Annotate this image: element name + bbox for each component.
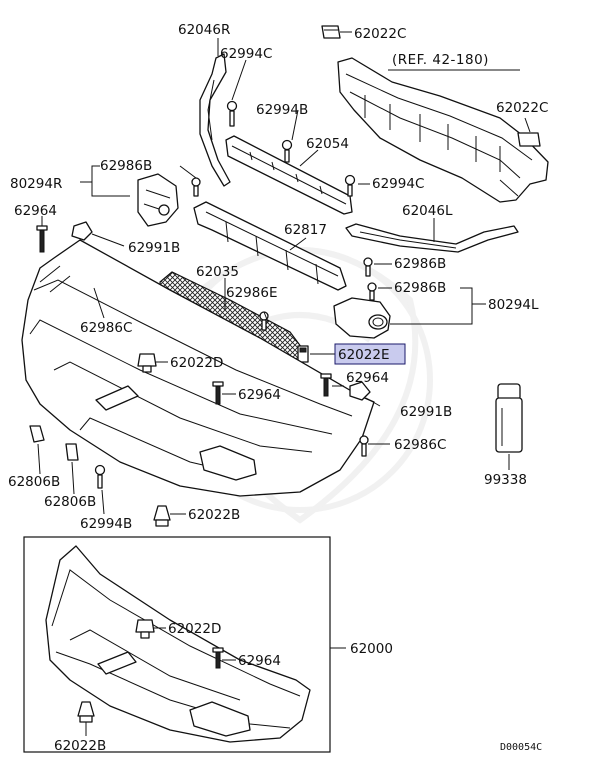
screw-62986c-right bbox=[359, 435, 369, 457]
label-62022b-upper: 62022B bbox=[188, 507, 240, 523]
label-99338: 99338 bbox=[484, 472, 527, 488]
label-62022e: 62022E bbox=[338, 347, 389, 363]
side-bracket-62046r bbox=[199, 53, 231, 187]
label-62964-mid: 62964 bbox=[238, 387, 281, 403]
label-80294r: 80294R bbox=[10, 176, 62, 192]
label-62991b-left: 62991B bbox=[128, 240, 180, 256]
nut-62991b-right bbox=[349, 381, 371, 401]
screw-62986b-r1 bbox=[363, 257, 373, 277]
label-62986b-r2: 62986B bbox=[394, 280, 446, 296]
screw-62994b-top bbox=[281, 139, 293, 163]
clip-62022b-lower bbox=[77, 701, 95, 723]
label-62046l: 62046L bbox=[402, 203, 453, 219]
label-62986c-left: 62986C bbox=[80, 320, 132, 336]
pin-62964-lower bbox=[212, 647, 224, 669]
front-bumper-face bbox=[21, 239, 375, 497]
label-62022c-top: 62022C bbox=[354, 26, 406, 42]
upper-retainer-62054 bbox=[225, 135, 353, 215]
screw-62986b-r2 bbox=[367, 282, 377, 301]
label-62994b-bottom: 62994B bbox=[80, 516, 132, 532]
label-62964-right: 62964 bbox=[346, 370, 389, 386]
label-62986c-right: 62986C bbox=[394, 437, 446, 453]
bumper-reinforcement-beam bbox=[337, 57, 549, 203]
label-62986b-r1: 62986B bbox=[394, 256, 446, 272]
label-62035: 62035 bbox=[196, 264, 239, 280]
label-62054: 62054 bbox=[306, 136, 349, 152]
clip-62022d-lower bbox=[135, 619, 155, 639]
assembly-inset bbox=[23, 536, 346, 753]
lower-bracket-62817 bbox=[193, 201, 347, 291]
clip-62022d-upper bbox=[137, 353, 157, 373]
bumper-assembly-62000 bbox=[45, 545, 311, 743]
clip-62022b-upper bbox=[153, 505, 171, 527]
label-62000: 62000 bbox=[350, 641, 393, 657]
screw-62994b-bottom bbox=[94, 464, 106, 489]
clip-62022c-right bbox=[517, 132, 541, 147]
fog-bezel-80294l bbox=[333, 297, 391, 339]
side-bracket-62046l bbox=[345, 223, 519, 253]
leader-lines bbox=[37, 31, 531, 515]
part-labels: 62046R 62022C (REF. 42-180) 62994C 62994… bbox=[8, 22, 548, 754]
pin-62964-left bbox=[36, 225, 48, 253]
nut-62991b-left bbox=[71, 221, 93, 241]
label-62994b-top: 62994B bbox=[256, 102, 308, 118]
highlight-62022e bbox=[334, 343, 406, 365]
screw-62994c-top bbox=[226, 100, 238, 127]
label-62022d-lower: 62022D bbox=[168, 621, 221, 637]
label-62994c-mid: 62994C bbox=[372, 176, 424, 192]
label-62817: 62817 bbox=[284, 222, 327, 238]
label-62022d-upper: 62022D bbox=[170, 355, 223, 371]
clip-62022e bbox=[297, 345, 309, 363]
pin-62964-mid bbox=[212, 381, 224, 405]
label-62964-lower: 62964 bbox=[238, 653, 281, 669]
retainer-62806b-b bbox=[65, 443, 79, 461]
clip-62022c-top bbox=[321, 25, 341, 39]
touchup-paint-99338 bbox=[495, 383, 523, 453]
fog-bezel-80294r bbox=[137, 173, 179, 227]
pin-62964-right bbox=[320, 373, 332, 397]
label-62986b-left: 62986B bbox=[100, 158, 152, 174]
drawing-code: D00054C bbox=[500, 742, 542, 753]
label-62806b-b: 62806B bbox=[44, 494, 96, 510]
ref-label: (REF. 42-180) bbox=[392, 52, 489, 68]
label-62994c-top: 62994C bbox=[220, 46, 272, 62]
label-62806b-a: 62806B bbox=[8, 474, 60, 490]
screw-62994c-mid bbox=[344, 174, 356, 197]
label-62046r: 62046R bbox=[178, 22, 230, 38]
screw-62986b-left bbox=[191, 177, 201, 197]
label-62964-left: 62964 bbox=[14, 203, 57, 219]
label-80294l: 80294L bbox=[488, 297, 539, 313]
label-62022c-right: 62022C bbox=[496, 100, 548, 116]
label-62986e: 62986E bbox=[226, 285, 277, 301]
label-62022b-lower: 62022B bbox=[54, 738, 106, 754]
label-62991b-right: 62991B bbox=[400, 404, 452, 420]
retainer-62806b-a bbox=[29, 425, 45, 443]
